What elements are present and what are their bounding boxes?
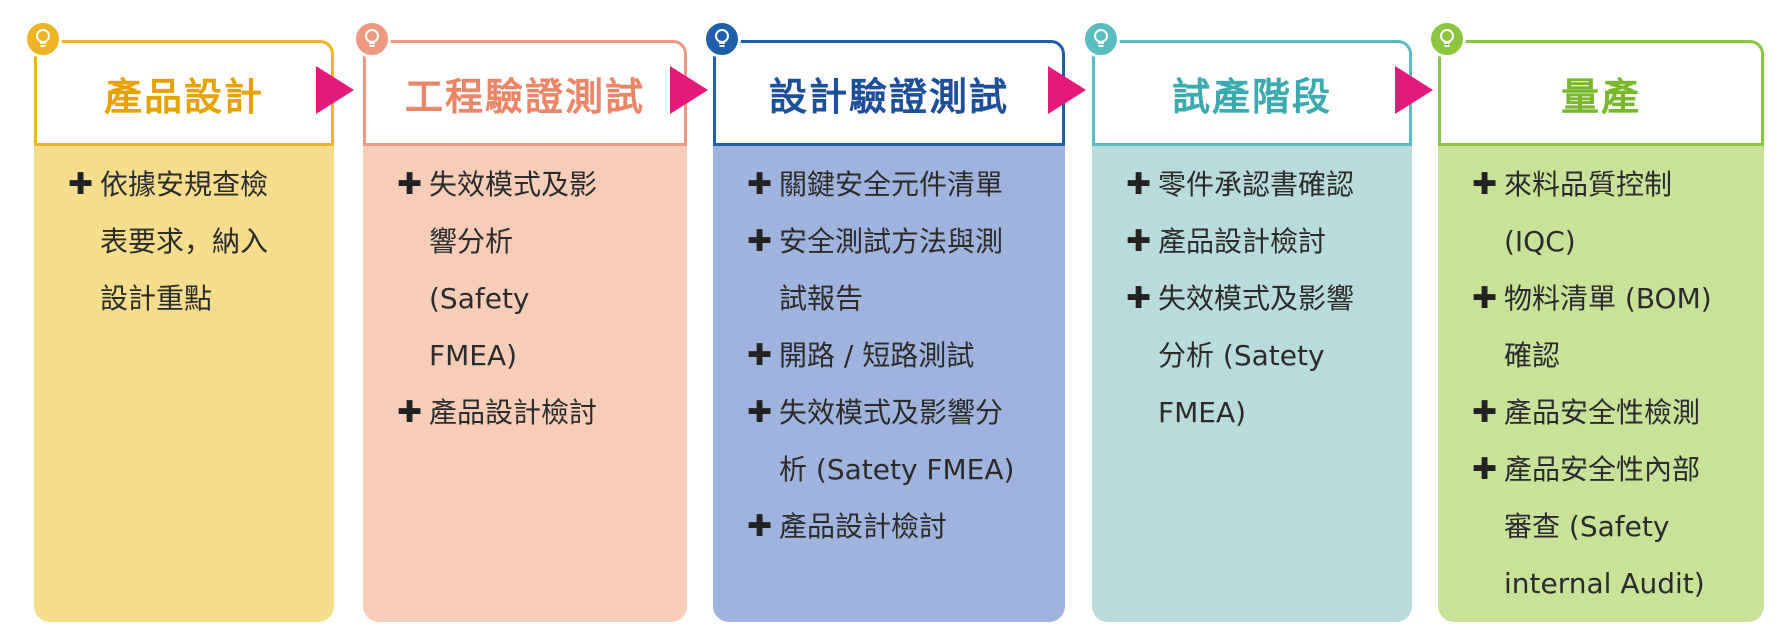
- stage-item: ✚產品設計檢討: [397, 384, 617, 441]
- stage-item: ✚安全測試方法與測試報告: [747, 213, 1027, 327]
- stage-item: ✚來料品質控制 (IQC): [1472, 156, 1722, 270]
- plus-icon: ✚: [397, 167, 423, 202]
- plus-icon: ✚: [747, 395, 773, 430]
- flow-arrow: [1048, 66, 1086, 114]
- stage-card-pilot-run: 試產階段 ✚零件承認書確認 ✚產品設計檢討 ✚失效模式及影響分析 (Satety…: [1082, 20, 1412, 622]
- lightbulb-icon: [703, 20, 741, 58]
- stage-card-engineering-verification: 工程驗證測試 ✚失效模式及影響分析 (Safety FMEA) ✚產品設計檢討: [353, 20, 687, 622]
- stage-item: ✚產品設計檢討: [1126, 213, 1366, 270]
- stage-card-header: 產品設計: [34, 40, 334, 146]
- stage-card-header: 量產: [1438, 40, 1764, 146]
- plus-icon: ✚: [1126, 224, 1152, 259]
- plus-icon: ✚: [397, 395, 423, 430]
- stage-item: ✚開路 / 短路測試: [747, 327, 1027, 384]
- plus-icon: ✚: [747, 509, 773, 544]
- stage-item: ✚失效模式及影響分析 (Satety FMEA): [1126, 270, 1366, 441]
- stage-item-list: ✚失效模式及影響分析 (Safety FMEA) ✚產品設計檢討: [363, 156, 617, 441]
- stage-item: ✚關鍵安全元件清單: [747, 156, 1027, 213]
- stage-item-list: ✚關鍵安全元件清單 ✚安全測試方法與測試報告 ✚開路 / 短路測試 ✚失效模式及…: [713, 156, 1027, 555]
- lightbulb-icon: [1082, 20, 1120, 58]
- stage-card-header: 試產階段: [1092, 40, 1412, 146]
- flow-arrow: [670, 66, 708, 114]
- stage-title: 試產階段: [1171, 74, 1332, 119]
- stage-item: ✚失效模式及影響分析 (Safety FMEA): [397, 156, 617, 384]
- flow-arrow: [1395, 66, 1433, 114]
- plus-icon: ✚: [747, 167, 773, 202]
- lightbulb-icon: [1428, 20, 1466, 58]
- stage-card-header: 工程驗證測試: [363, 40, 687, 146]
- stage-item: ✚產品設計檢討: [747, 498, 1027, 555]
- plus-icon: ✚: [1472, 452, 1498, 487]
- stage-card-design-verification: 設計驗證測試 ✚關鍵安全元件清單 ✚安全測試方法與測試報告 ✚開路 / 短路測試…: [703, 20, 1065, 622]
- plus-icon: ✚: [1472, 395, 1498, 430]
- plus-icon: ✚: [68, 167, 94, 202]
- stage-item: ✚物料清單 (BOM) 確認: [1472, 270, 1722, 384]
- stage-card-body: [1438, 60, 1764, 622]
- plus-icon: ✚: [1472, 167, 1498, 202]
- stage-card-body: [713, 60, 1065, 622]
- stage-item: ✚產品安全性檢測: [1472, 384, 1722, 441]
- stage-item: ✚依據安規查檢表要求，納入設計重點: [68, 156, 282, 327]
- flow-arrow: [316, 66, 354, 114]
- lightbulb-icon: [353, 20, 391, 58]
- stage-card-product-design: 產品設計 ✚依據安規查檢表要求，納入設計重點: [24, 20, 334, 622]
- stage-title: 產品設計: [103, 74, 264, 119]
- stage-title: 工程驗證測試: [404, 74, 645, 119]
- plus-icon: ✚: [747, 224, 773, 259]
- stage-card-body: [34, 60, 334, 622]
- lightbulb-icon: [24, 20, 62, 58]
- stage-title: 設計驗證測試: [768, 74, 1009, 119]
- plus-icon: ✚: [1126, 281, 1152, 316]
- stage-item: ✚產品安全性內部審查 (Safety internal Audit): [1472, 441, 1722, 612]
- stage-card-mass-production: 量產 ✚來料品質控制 (IQC) ✚物料清單 (BOM) 確認 ✚產品安全性檢測…: [1428, 20, 1764, 622]
- plus-icon: ✚: [1126, 167, 1152, 202]
- stage-item-list: ✚來料品質控制 (IQC) ✚物料清單 (BOM) 確認 ✚產品安全性檢測 ✚產…: [1438, 156, 1722, 612]
- stage-card-body: [363, 60, 687, 622]
- stage-item: ✚零件承認書確認: [1126, 156, 1366, 213]
- stage-card-header: 設計驗證測試: [713, 40, 1065, 146]
- stage-item-list: ✚依據安規查檢表要求，納入設計重點: [34, 156, 282, 327]
- stage-item-list: ✚零件承認書確認 ✚產品設計檢討 ✚失效模式及影響分析 (Satety FMEA…: [1092, 156, 1366, 441]
- stage-card-body: [1092, 60, 1412, 622]
- stage-title: 量產: [1560, 74, 1641, 119]
- plus-icon: ✚: [747, 338, 773, 373]
- stage-item: ✚失效模式及影響分析 (Satety FMEA): [747, 384, 1027, 498]
- plus-icon: ✚: [1472, 281, 1498, 316]
